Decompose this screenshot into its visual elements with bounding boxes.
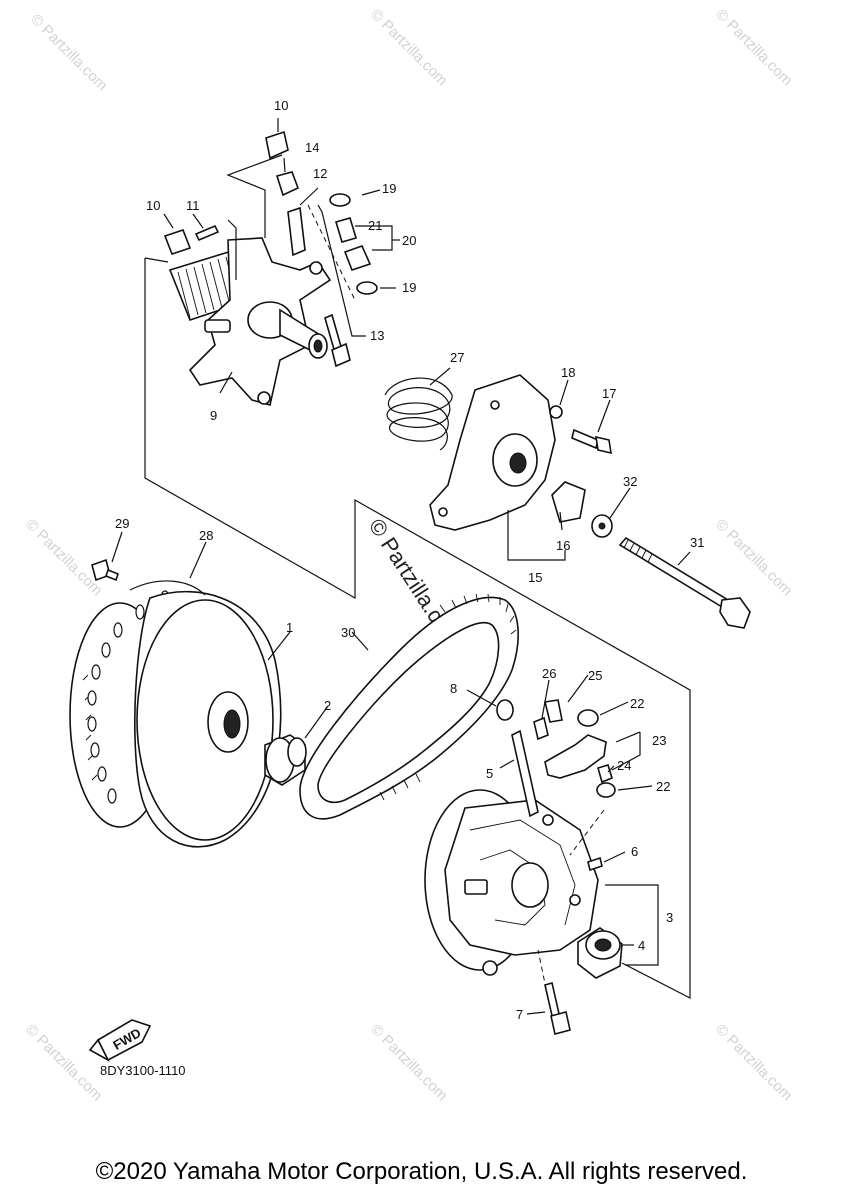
bushing-16 [551,481,586,523]
callout-21: 21 [368,218,382,233]
grease-nipple-8 [496,699,514,721]
callout-5: 5 [486,766,493,781]
callout-32: 32 [623,474,637,489]
watermark: © Partzilla.com [22,1021,105,1104]
bolt-25 [544,699,563,723]
callout-29: 29 [115,516,129,531]
roller-20 [343,244,372,271]
leader-dashed [537,949,549,999]
pin-11 [194,224,220,242]
callout-1: 1 [286,620,293,635]
callout-18: 18 [561,365,575,380]
bolt-31 [618,536,751,629]
watermark: © Partzilla.com [712,516,795,599]
watermark: © Partzilla.com [367,6,450,89]
movable-sheave-3 [424,789,599,976]
watermark: © Partzilla.com [712,1021,795,1104]
callout-10: 10 [274,98,288,113]
callout-15: 15 [528,570,542,585]
callout-17: 17 [602,386,616,401]
washer-19-top [329,193,351,207]
collar-2 [264,734,307,786]
callout-14: 14 [305,140,319,155]
callout-26: 26 [542,666,556,681]
callout-30: 30 [341,625,355,640]
bolt-26 [533,716,549,741]
bolt-13-head [331,342,351,368]
bolt-29-shank [105,568,119,582]
assembly-outline [144,258,691,999]
slider-10-left [163,229,192,255]
washer-22-top [577,709,599,727]
callout-27: 27 [450,350,464,365]
callout-13: 13 [370,328,384,343]
bolt-7-head [550,1011,571,1035]
watermark: © Partzilla.com [27,11,110,94]
watermark: © Partzilla.com [712,6,795,89]
leader-lines [111,118,691,1015]
callout-3: 3 [666,910,673,925]
bracket-23 [544,734,607,779]
fwd-arrow-icon: FWD [88,1019,152,1062]
callout-2: 2 [324,698,331,713]
collar-24 [597,764,613,784]
callout-11: 11 [186,198,200,213]
bolt-17 [571,428,599,450]
bushing-4 [577,927,623,979]
callout-22: 22 [630,696,644,711]
callout-25: 25 [588,668,602,683]
callout-10: 10 [146,198,160,213]
bolt-17-head [595,435,612,455]
drive-belt-30 [299,593,519,820]
bushing-21 [335,217,357,243]
diagram-code: 8DY3100-1110 [100,1063,186,1078]
callout-28: 28 [199,528,213,543]
pin-12 [287,206,306,257]
callout-20: 20 [402,233,416,248]
leader-dashed [569,809,605,856]
callout-8: 8 [450,681,457,696]
watermark: © Partzilla.com [22,516,105,599]
ring-gear-28 [129,580,206,596]
callout-4: 4 [638,938,645,953]
cam-15 [429,374,556,531]
assembly-outline-top [144,257,169,263]
callout-19: 19 [402,280,416,295]
washer-18 [549,405,563,419]
callout-labels: 10 14 12 19 10 11 21 20 19 13 9 27 18 17… [115,98,704,1022]
watermarks: © Partzilla.com © Partzilla.com © Partzi… [22,6,795,1104]
callout-24: 24 [617,758,631,773]
callout-22: 22 [656,779,670,794]
spring-27 [384,377,453,451]
callout-31: 31 [690,535,704,550]
callout-6: 6 [631,844,638,859]
rod-5 [511,729,539,818]
secondary-spider [168,237,332,406]
watermark: © Partzilla.com [367,1021,450,1104]
nut-14 [275,171,300,197]
callout-7: 7 [516,1007,523,1022]
copyright-footer: ©2020 Yamaha Motor Corporation, U.S.A. A… [95,1158,748,1185]
fixed-sheave-1 [69,590,282,848]
callout-9: 9 [210,408,217,423]
bolt-6 [587,856,603,872]
washer-22-bottom [596,782,616,798]
callout-16: 16 [556,538,570,553]
callout-19: 19 [382,181,396,196]
callout-23: 23 [652,733,666,748]
washer-19-bottom [356,281,378,295]
slider-10-top [265,130,289,160]
callout-12: 12 [313,166,327,181]
